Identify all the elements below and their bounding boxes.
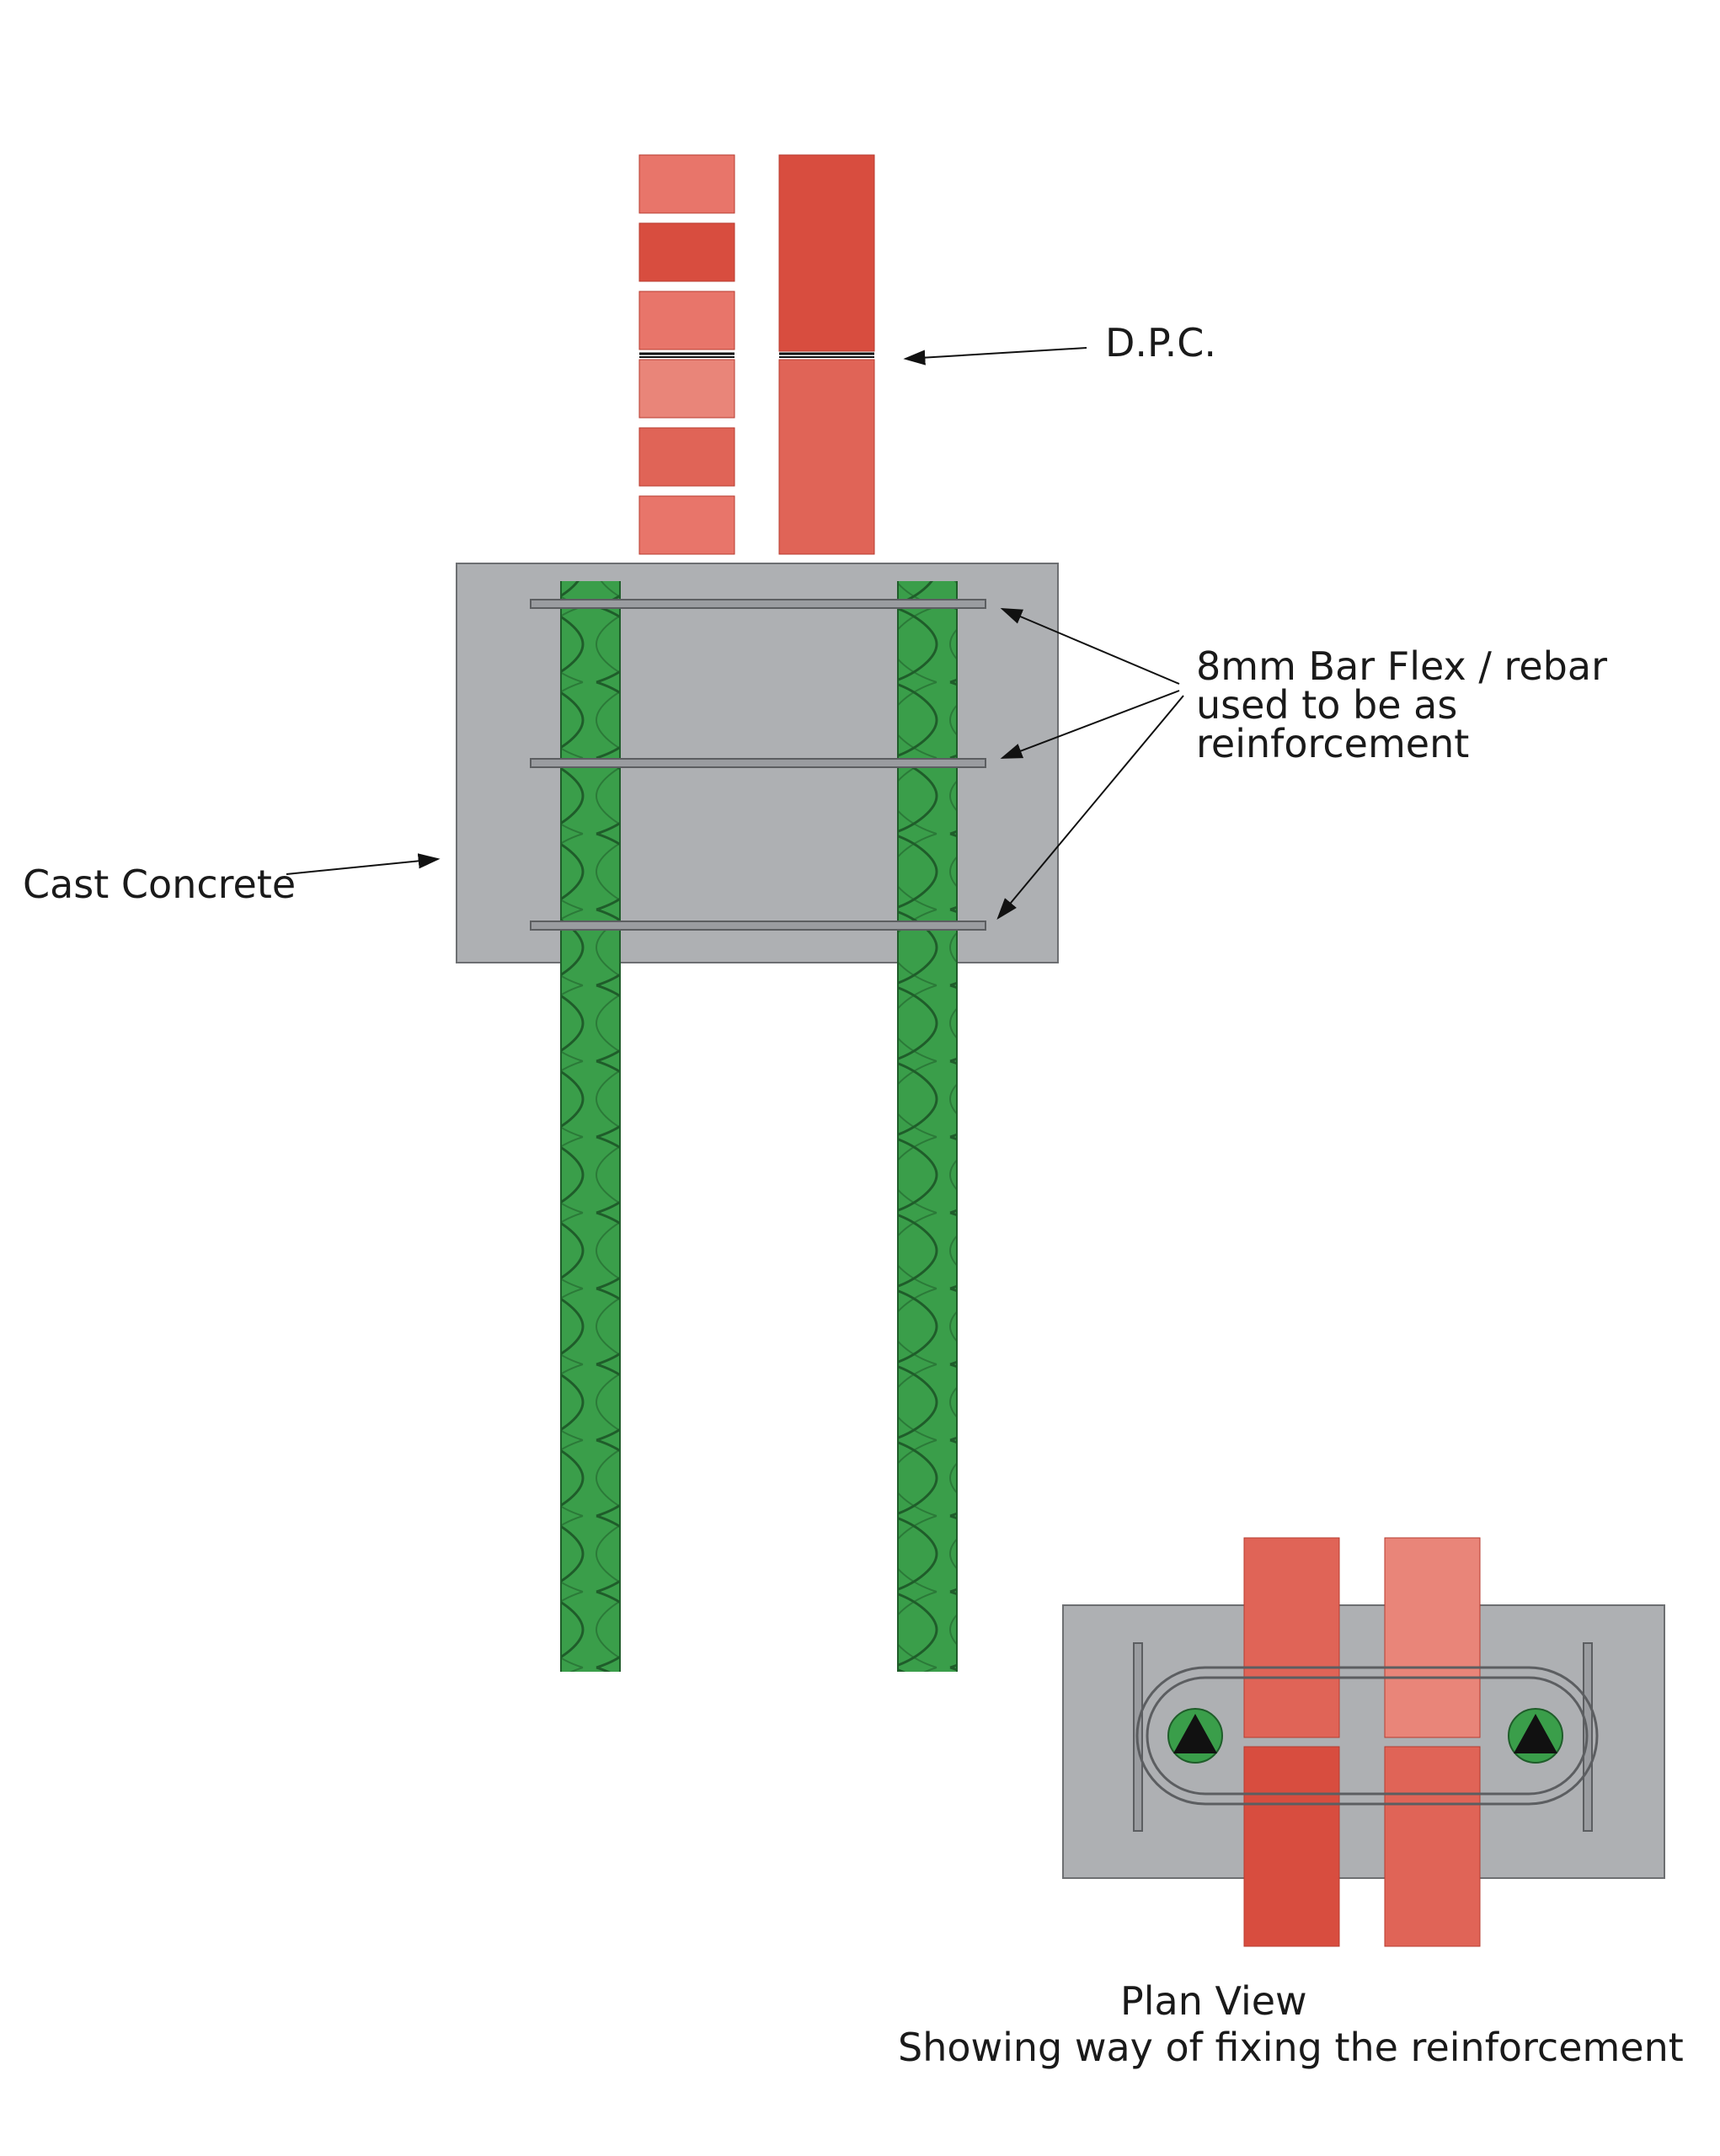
dpc-line (639, 352, 874, 358)
bar-flex-bottom (530, 921, 986, 931)
plan-brick-right-upper (1384, 1537, 1481, 1738)
rebar-arrow-middle (1000, 690, 1180, 759)
brick-course (638, 222, 735, 282)
brick-course (638, 154, 735, 214)
plan-view-caption: Showing way of fixing the reinforcement (898, 2025, 1684, 2070)
plan-rebar-triangle-right (1514, 1714, 1557, 1753)
bar-flex-middle (530, 758, 986, 768)
brick-course (638, 427, 735, 487)
horizontal-bars (530, 599, 986, 931)
dpc-label: D.P.C. (1105, 320, 1216, 366)
plan-view (1062, 1537, 1665, 1947)
plan-link-loop-inner (1146, 1676, 1589, 1796)
plan-concrete (1062, 1604, 1665, 1879)
plan-brick-left-upper (1243, 1537, 1340, 1738)
rebar-label-line2: used to be as (1196, 682, 1458, 728)
dpc-arrow (903, 347, 1087, 366)
plan-brick-left-lower (1243, 1746, 1340, 1947)
brick-upper (778, 154, 875, 352)
rebar-label-line3: reinforcement (1196, 721, 1470, 766)
brick-course (638, 495, 735, 555)
brick-course (638, 291, 735, 350)
cast-concrete-label: Cast Concrete (23, 862, 296, 907)
bar-flex-top (530, 599, 986, 609)
left-brick-column (638, 154, 735, 555)
left-twisted-rebar (560, 581, 621, 1672)
right-twisted-rebar (897, 581, 958, 1672)
leader-arrows (286, 347, 1184, 920)
plan-view-title: Plan View (1120, 1978, 1307, 2024)
rebar-arrow-top (1000, 607, 1180, 685)
rebar-arrow-bottom (996, 695, 1184, 920)
cast-concrete-arrow (286, 853, 441, 875)
rebar-label: 8mm Bar Flex / rebar used to be as reinf… (1196, 647, 1607, 763)
brick-course (638, 359, 735, 419)
rebar-label-line1: 8mm Bar Flex / rebar (1196, 643, 1607, 689)
right-brick-column (778, 154, 875, 555)
plan-link-loop-outer (1135, 1666, 1599, 1806)
plan-rebar-triangle-left (1173, 1714, 1217, 1753)
brick-lower (778, 359, 875, 555)
plan-brick-right-lower (1384, 1746, 1481, 1947)
